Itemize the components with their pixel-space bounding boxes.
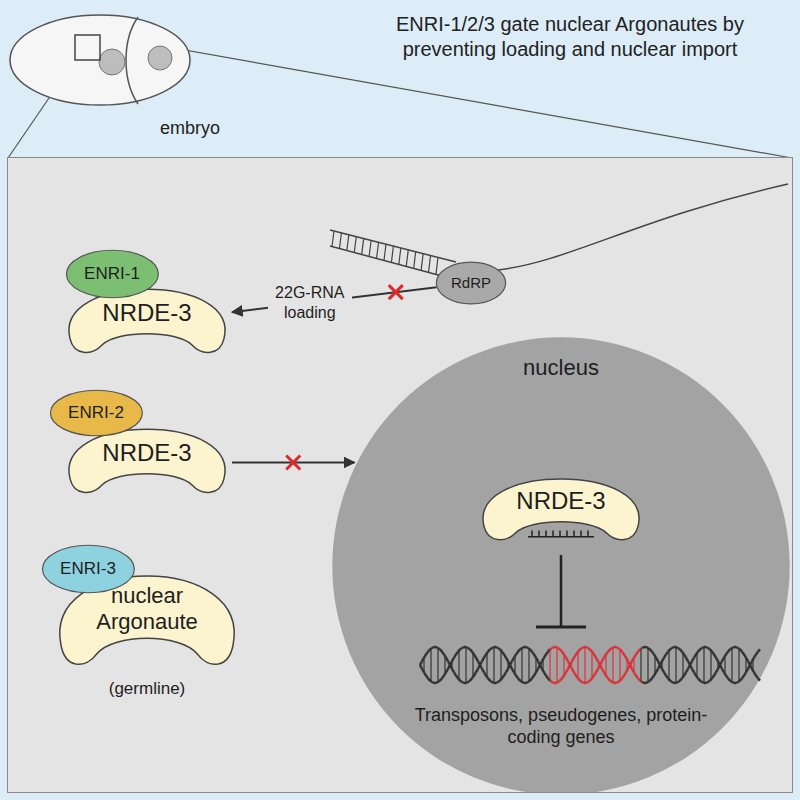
node-label: NRDE-3 — [102, 299, 191, 327]
enri-protein: ENRI-2 — [50, 390, 143, 436]
rna-strand — [330, 246, 442, 276]
embryo-outline — [10, 15, 190, 105]
node-label: nucleus — [523, 355, 599, 380]
mrna-strand — [498, 184, 788, 270]
figure-title: ENRI-1/2/3 gate nuclear Argonautes by pr… — [360, 12, 780, 62]
rna-strand — [330, 230, 456, 262]
cell-boundary — [126, 17, 138, 104]
argonaute-protein: NRDE-3 — [62, 285, 232, 360]
node-label: ENRI-2 — [68, 403, 124, 423]
argonaute-protein: NRDE-3 — [62, 425, 232, 500]
nucleus-circle: nucleusNRDE-3Transposons, pseudogenes, p… — [330, 335, 792, 792]
cell-nucleus — [148, 46, 172, 70]
node-label: NRDE-3 — [516, 487, 605, 515]
cell-nucleus — [99, 49, 125, 75]
node-label: NRDE-3 — [102, 439, 191, 467]
rdrp-enzyme: RdRP — [436, 262, 506, 304]
argonaute-protein: NRDE-3 — [476, 475, 646, 547]
enri-protein: ENRI-3 — [42, 545, 135, 593]
embryo-label: embryo — [160, 118, 220, 140]
arrow-connector — [232, 456, 354, 470]
zoom-square — [75, 35, 100, 60]
target-label: Transposons, pseudogenes, protein-coding… — [411, 705, 711, 748]
edge-label: 22G-RNA loading — [268, 282, 352, 322]
zoom-panel: ENRI-1NRDE-3RdRPnucleusNRDE-3Transposons… — [8, 158, 792, 792]
enri-protein: ENRI-1 — [66, 250, 159, 298]
node-label: RdRP — [451, 274, 491, 291]
node-note: (germline) — [52, 679, 242, 699]
node-label: ENRI-3 — [60, 559, 116, 579]
node-label: ENRI-1 — [84, 264, 140, 284]
